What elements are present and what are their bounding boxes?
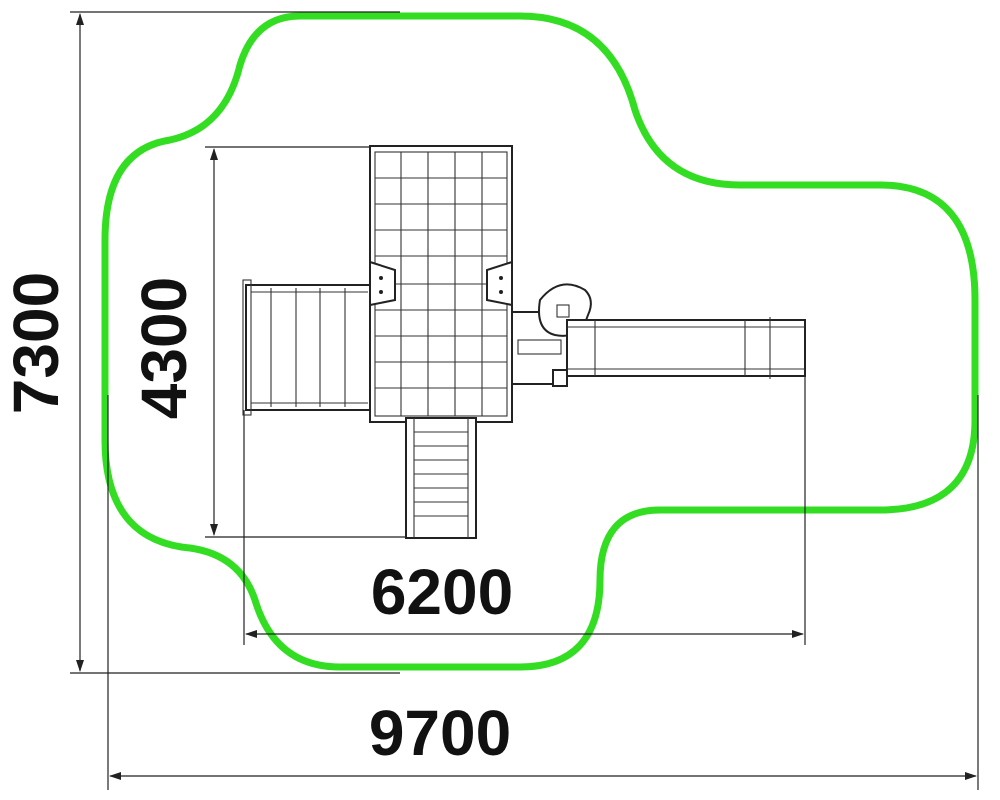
dimension-total-width: 9700 xyxy=(107,395,979,790)
dimension-equipment-height: 4300 xyxy=(128,146,410,538)
dimension-equipment-width-label: 6200 xyxy=(371,556,513,628)
dimension-equipment-width: 6200 xyxy=(243,365,806,645)
dimension-total-height-label: 7300 xyxy=(0,272,72,414)
left-climbing-ramp xyxy=(242,279,371,416)
dimension-equipment-height-label: 4300 xyxy=(128,277,200,419)
play-structure xyxy=(242,145,806,539)
safety-zone-outline xyxy=(101,12,979,671)
dimension-total-height: 7300 xyxy=(0,11,400,674)
slide xyxy=(566,317,806,379)
front-ladder xyxy=(405,417,477,539)
main-tower-roof xyxy=(369,145,513,423)
dimension-total-width-label: 9700 xyxy=(369,697,511,769)
